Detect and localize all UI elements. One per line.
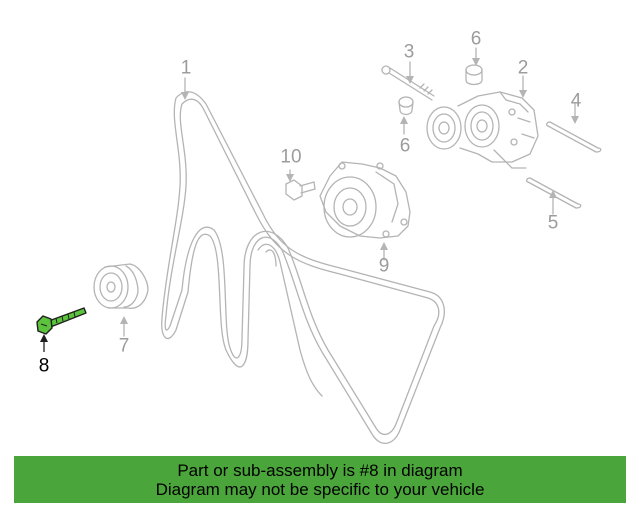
part-info-banner: Part or sub-assembly is #8 in diagram Di… bbox=[14, 456, 626, 503]
callout-7: 7 bbox=[118, 335, 130, 357]
cap-part-6-upper bbox=[465, 64, 483, 86]
callout-1: 1 bbox=[180, 57, 192, 79]
callout-leaders bbox=[123, 47, 576, 337]
idler-pulley-part-7 bbox=[93, 263, 149, 309]
exploded-parts-diagram bbox=[36, 47, 602, 444]
highlighted-bolt-part-8 bbox=[36, 307, 87, 352]
callout-2: 2 bbox=[517, 57, 529, 79]
drive-belt-part-1 bbox=[161, 91, 445, 444]
tensioner-assembly-part-2 bbox=[426, 91, 539, 169]
callout-arrowheads bbox=[120, 58, 579, 324]
callout-5: 5 bbox=[547, 212, 559, 234]
banner-line-disclaimer: Diagram may not be specific to your vehi… bbox=[155, 480, 485, 499]
cap-part-6-lower bbox=[398, 96, 414, 116]
callout-4: 4 bbox=[570, 90, 582, 112]
banner-line-part-number: Part or sub-assembly is #8 in diagram bbox=[177, 461, 463, 480]
pump-pulley-part-9 bbox=[319, 161, 411, 239]
callout-3: 3 bbox=[403, 41, 415, 63]
callout-9: 9 bbox=[378, 255, 390, 277]
callout-8: 8 bbox=[38, 355, 50, 377]
callout-6-lower: 6 bbox=[399, 135, 411, 157]
callout-10: 10 bbox=[280, 146, 302, 168]
callout-6-upper: 6 bbox=[470, 28, 482, 50]
bolt-part-10 bbox=[285, 179, 316, 201]
pin-part-4 bbox=[546, 121, 602, 153]
bolt-part-3 bbox=[381, 65, 435, 101]
